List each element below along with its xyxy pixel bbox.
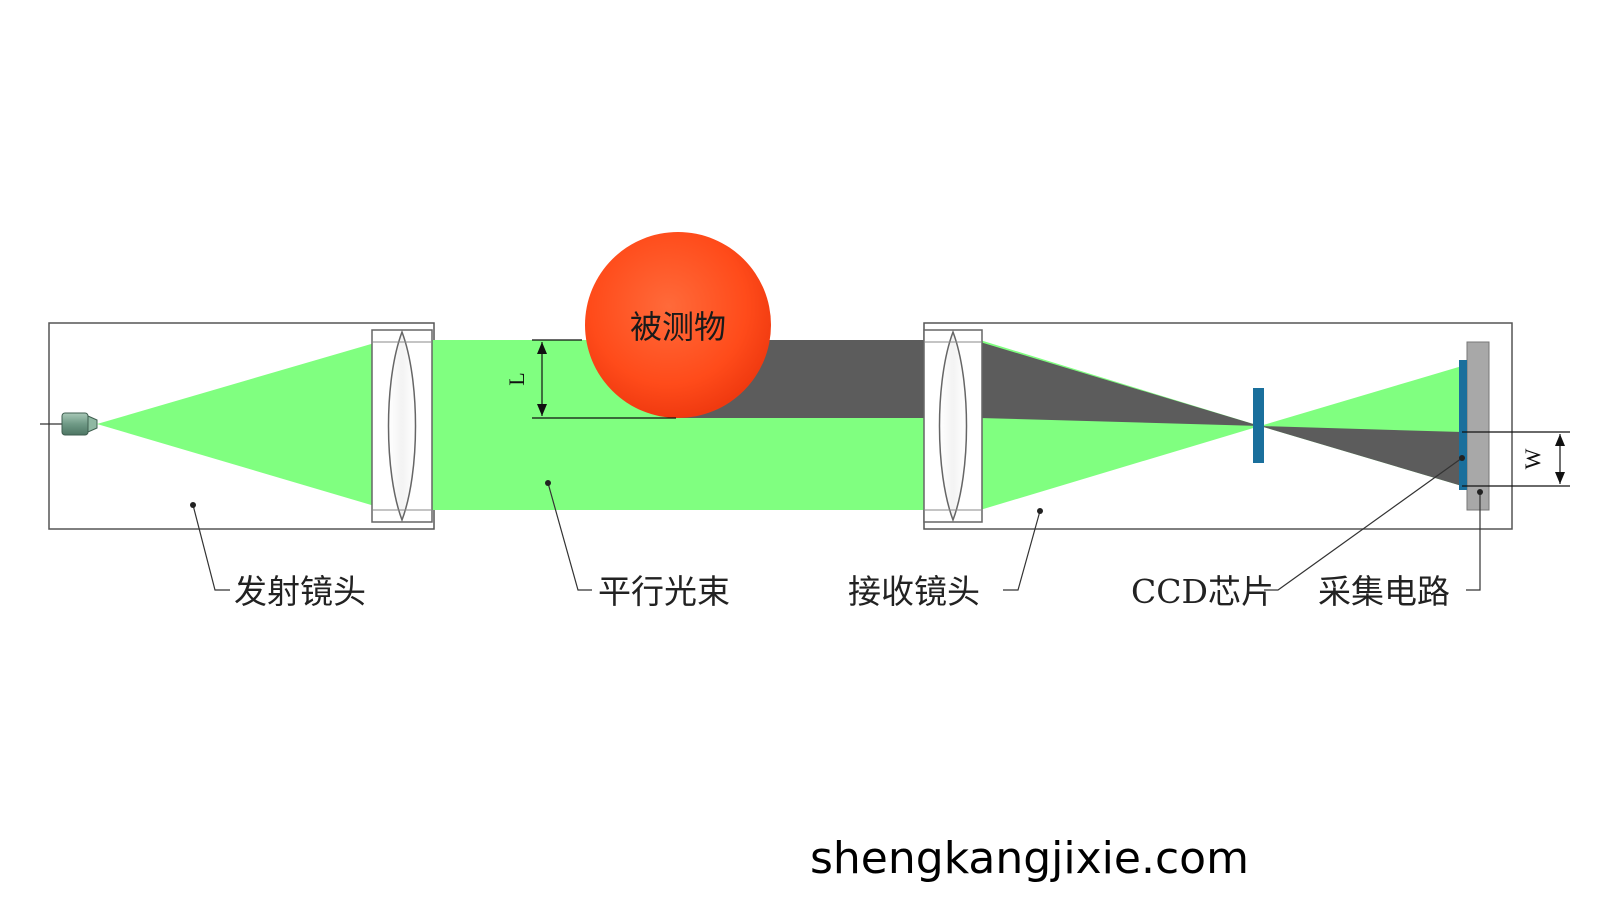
label-parallel-beam: 平行光束 [598,572,730,611]
leader-dot-beam [545,480,551,486]
leader-dot-circuit [1477,489,1483,495]
label-receiver-lens: 接收镜头 [848,572,980,611]
leader-receiver-lens [1003,510,1041,591]
dimension-w-label: W [1520,448,1545,469]
leader-ccd-chip [1264,457,1463,591]
focal-aperture [1253,388,1264,463]
dimension-l: L [504,339,676,419]
emitter-lens [371,329,433,523]
dimension-l-label: L [504,372,529,385]
diverging-shadow-to-ccd [1260,426,1462,486]
dimension-w: W [1462,431,1570,487]
leader-dot-emitter [190,502,196,508]
acquisition-circuit-board [1466,341,1490,511]
leader-parallel-beam [547,482,592,591]
receiver-lens [923,329,983,523]
receiver-shadow-converging [980,342,1260,426]
leader-dot-ccd [1459,455,1465,461]
leader-dot-receiver [1037,508,1043,514]
site-watermark: shengkangjixie.com [810,833,1249,884]
ccd-chip [1459,360,1467,490]
label-emitter-lens: 发射镜头 [234,572,366,611]
object-label: 被测物 [630,308,726,346]
leader-emitter-lens [192,504,230,591]
label-acquisition-circuit: 采集电路 [1318,572,1450,611]
leader-acquisition-circuit [1466,492,1481,591]
laser-source-icon [40,412,98,436]
label-ccd-chip: CCD芯片 [1131,572,1274,611]
measured-object: 被测物 [585,232,771,418]
emitter-light-cone [97,342,378,507]
